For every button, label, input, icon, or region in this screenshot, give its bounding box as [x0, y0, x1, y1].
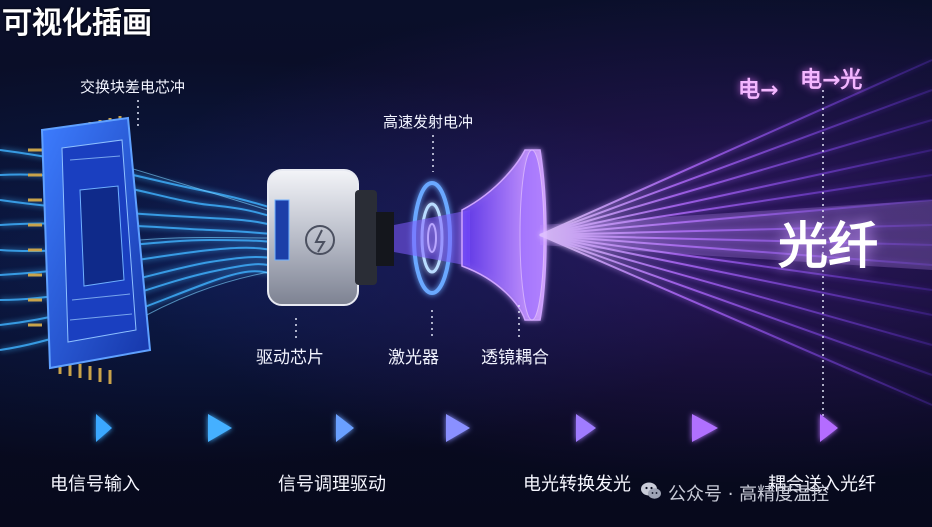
inner-beam	[394, 210, 470, 266]
leader-lines	[137, 90, 824, 420]
step-4: 耦合送入光纤	[768, 474, 876, 495]
driver-chip-body	[267, 169, 394, 306]
step-2: 信号调理驱动	[278, 474, 386, 495]
step-3: 电光转换发光	[523, 474, 631, 495]
step-1: 电信号输入	[50, 474, 140, 495]
label-high-speed-pulse: 高速发射电冲	[383, 113, 474, 131]
label-laser: 激光器	[388, 348, 439, 368]
lens-cone	[461, 149, 547, 321]
label-driver-chip: 驱动芯片	[256, 348, 324, 368]
process-arrowheads	[96, 414, 838, 442]
pcb-chip	[28, 116, 152, 384]
label-lens-coupling: 透镜耦合	[481, 348, 549, 368]
label-exchange-pulse: 交换块差电芯冲	[80, 78, 186, 96]
page-title: 可视化插画	[2, 6, 152, 41]
label-elec-arrow-1: 电→	[738, 78, 779, 103]
fiber-beams	[539, 59, 932, 406]
beam-core	[540, 200, 932, 270]
label-fiber: 光纤	[778, 217, 878, 275]
wechat-icon	[641, 482, 661, 499]
label-elec-arrow-2: 电→光	[800, 68, 863, 93]
watermark-text: 公众号 · 高精度温控	[668, 484, 830, 505]
